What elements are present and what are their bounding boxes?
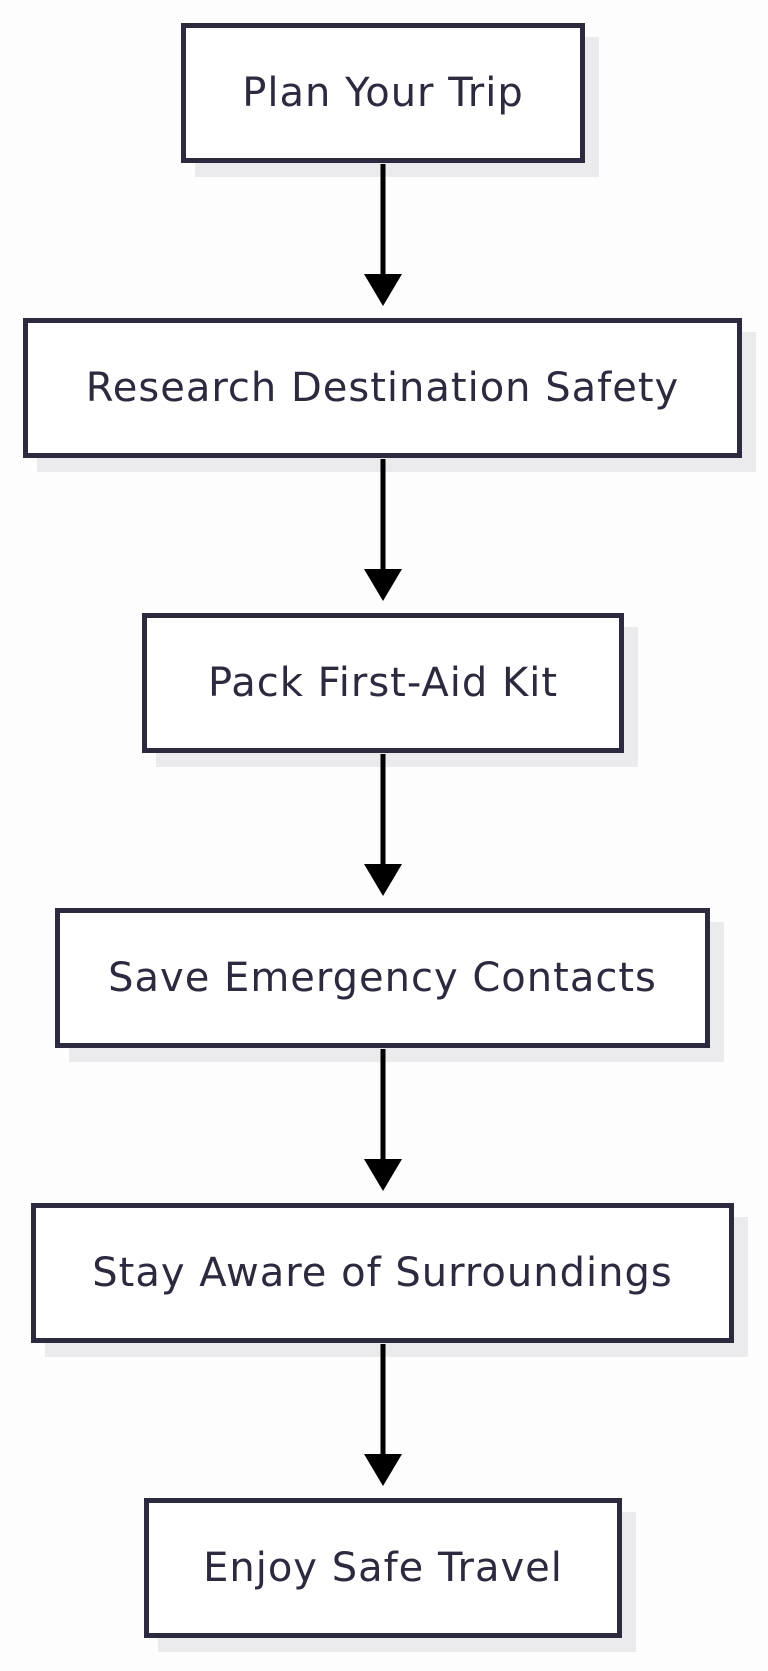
step-label: Enjoy Safe Travel xyxy=(203,1545,563,1591)
step-plan-your-trip: Plan Your Trip xyxy=(181,23,585,163)
step-label: Stay Aware of Surroundings xyxy=(92,1250,673,1296)
arrow-5 xyxy=(363,1344,403,1486)
arrow-4 xyxy=(363,1049,403,1191)
step-enjoy-safe-travel: Enjoy Safe Travel xyxy=(144,1498,622,1638)
step-label: Pack First-Aid Kit xyxy=(207,660,559,706)
step-label: Save Emergency Contacts xyxy=(108,955,657,1001)
step-research-destination-safety: Research Destination Safety xyxy=(23,318,742,458)
arrow-2 xyxy=(363,459,403,601)
arrow-3 xyxy=(363,754,403,896)
arrow-1 xyxy=(363,164,403,306)
step-label: Plan Your Trip xyxy=(242,70,524,116)
step-save-emergency-contacts: Save Emergency Contacts xyxy=(55,908,710,1048)
step-stay-aware-of-surroundings: Stay Aware of Surroundings xyxy=(31,1203,734,1343)
step-pack-first-aid-kit: Pack First-Aid Kit xyxy=(142,613,624,753)
step-label: Research Destination Safety xyxy=(85,365,680,411)
